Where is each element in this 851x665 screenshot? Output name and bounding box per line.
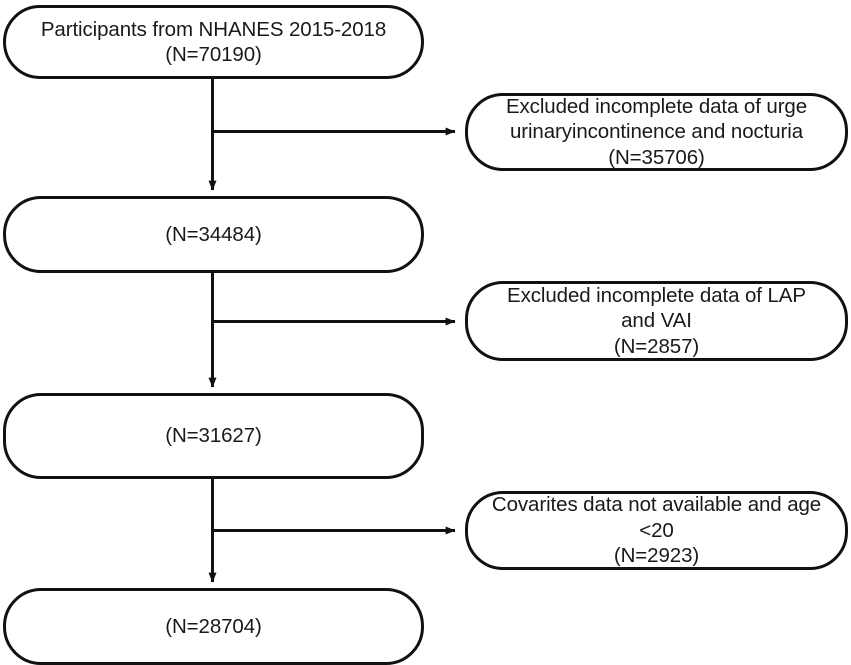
flow-node-after-exclusion-1: (N=34484) xyxy=(3,196,424,273)
exclusion-node-urge-incontinence-nocturia: Excluded incomplete data of urge urinary… xyxy=(465,93,848,171)
flow-node-final-sample: (N=28704) xyxy=(3,588,424,665)
flow-node-participants-total: Participants from NHANES 2015-2018 (N=70… xyxy=(3,5,424,79)
flow-node-after-exclusion-2: (N=31627) xyxy=(3,393,424,479)
exclusion-node-covariates-age: Covarites data not available and age <20… xyxy=(465,491,848,570)
exclusion-node-lap-vai: Excluded incomplete data of LAP and VAI … xyxy=(465,281,848,361)
